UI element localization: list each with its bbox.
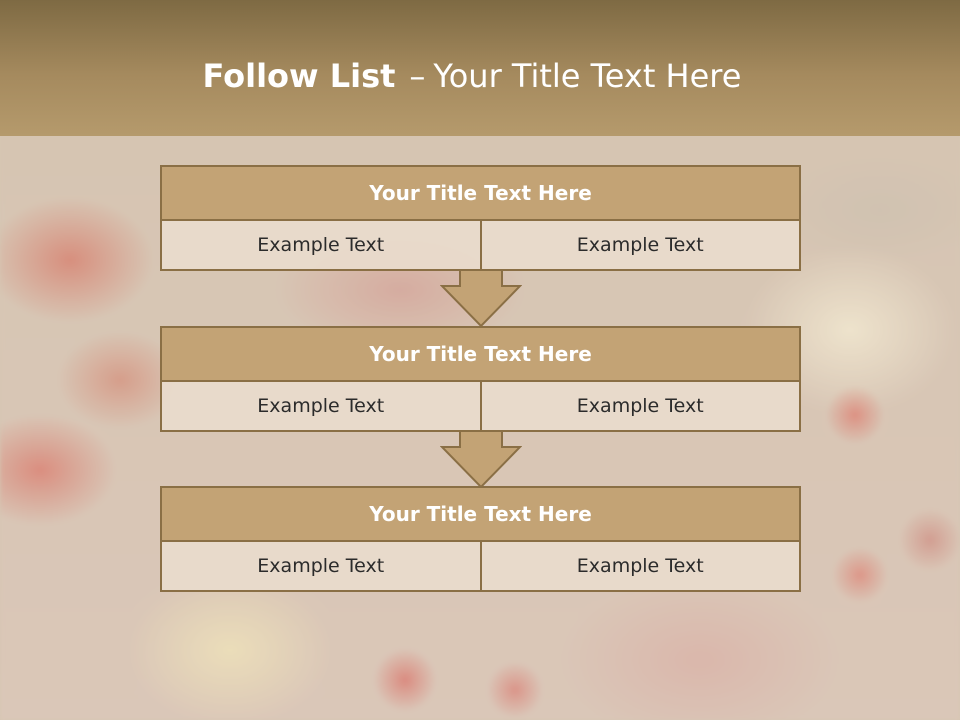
slide-title-bold: Follow List xyxy=(202,57,396,95)
block-cell-left: Example Text xyxy=(257,395,385,417)
block-row: Example Text Example Text xyxy=(160,221,801,271)
block-title: Your Title Text Here xyxy=(160,165,801,221)
block-cell-right: Example Text xyxy=(479,382,800,430)
block-cell-left: Example Text xyxy=(257,234,385,256)
down-arrow-icon xyxy=(440,431,522,489)
block-row: Example Text Example Text xyxy=(160,382,801,432)
block-title: Your Title Text Here xyxy=(160,326,801,382)
block-row: Example Text Example Text xyxy=(160,542,801,592)
list-block: Your Title Text Here Example Text Exampl… xyxy=(160,326,801,432)
list-block: Your Title Text Here Example Text Exampl… xyxy=(160,165,801,271)
slide-title-rest: Your Title Text Here xyxy=(433,57,742,95)
block-title: Your Title Text Here xyxy=(160,486,801,542)
slide-title-dash: – xyxy=(409,57,426,95)
slide-title: Follow List–Your Title Text Here xyxy=(0,52,944,100)
block-cell-left: Example Text xyxy=(257,555,385,577)
down-arrow-icon xyxy=(440,270,522,328)
block-cell-right: Example Text xyxy=(479,221,800,269)
block-cell-right: Example Text xyxy=(479,542,800,590)
title-bar xyxy=(0,0,960,136)
list-block: Your Title Text Here Example Text Exampl… xyxy=(160,486,801,592)
